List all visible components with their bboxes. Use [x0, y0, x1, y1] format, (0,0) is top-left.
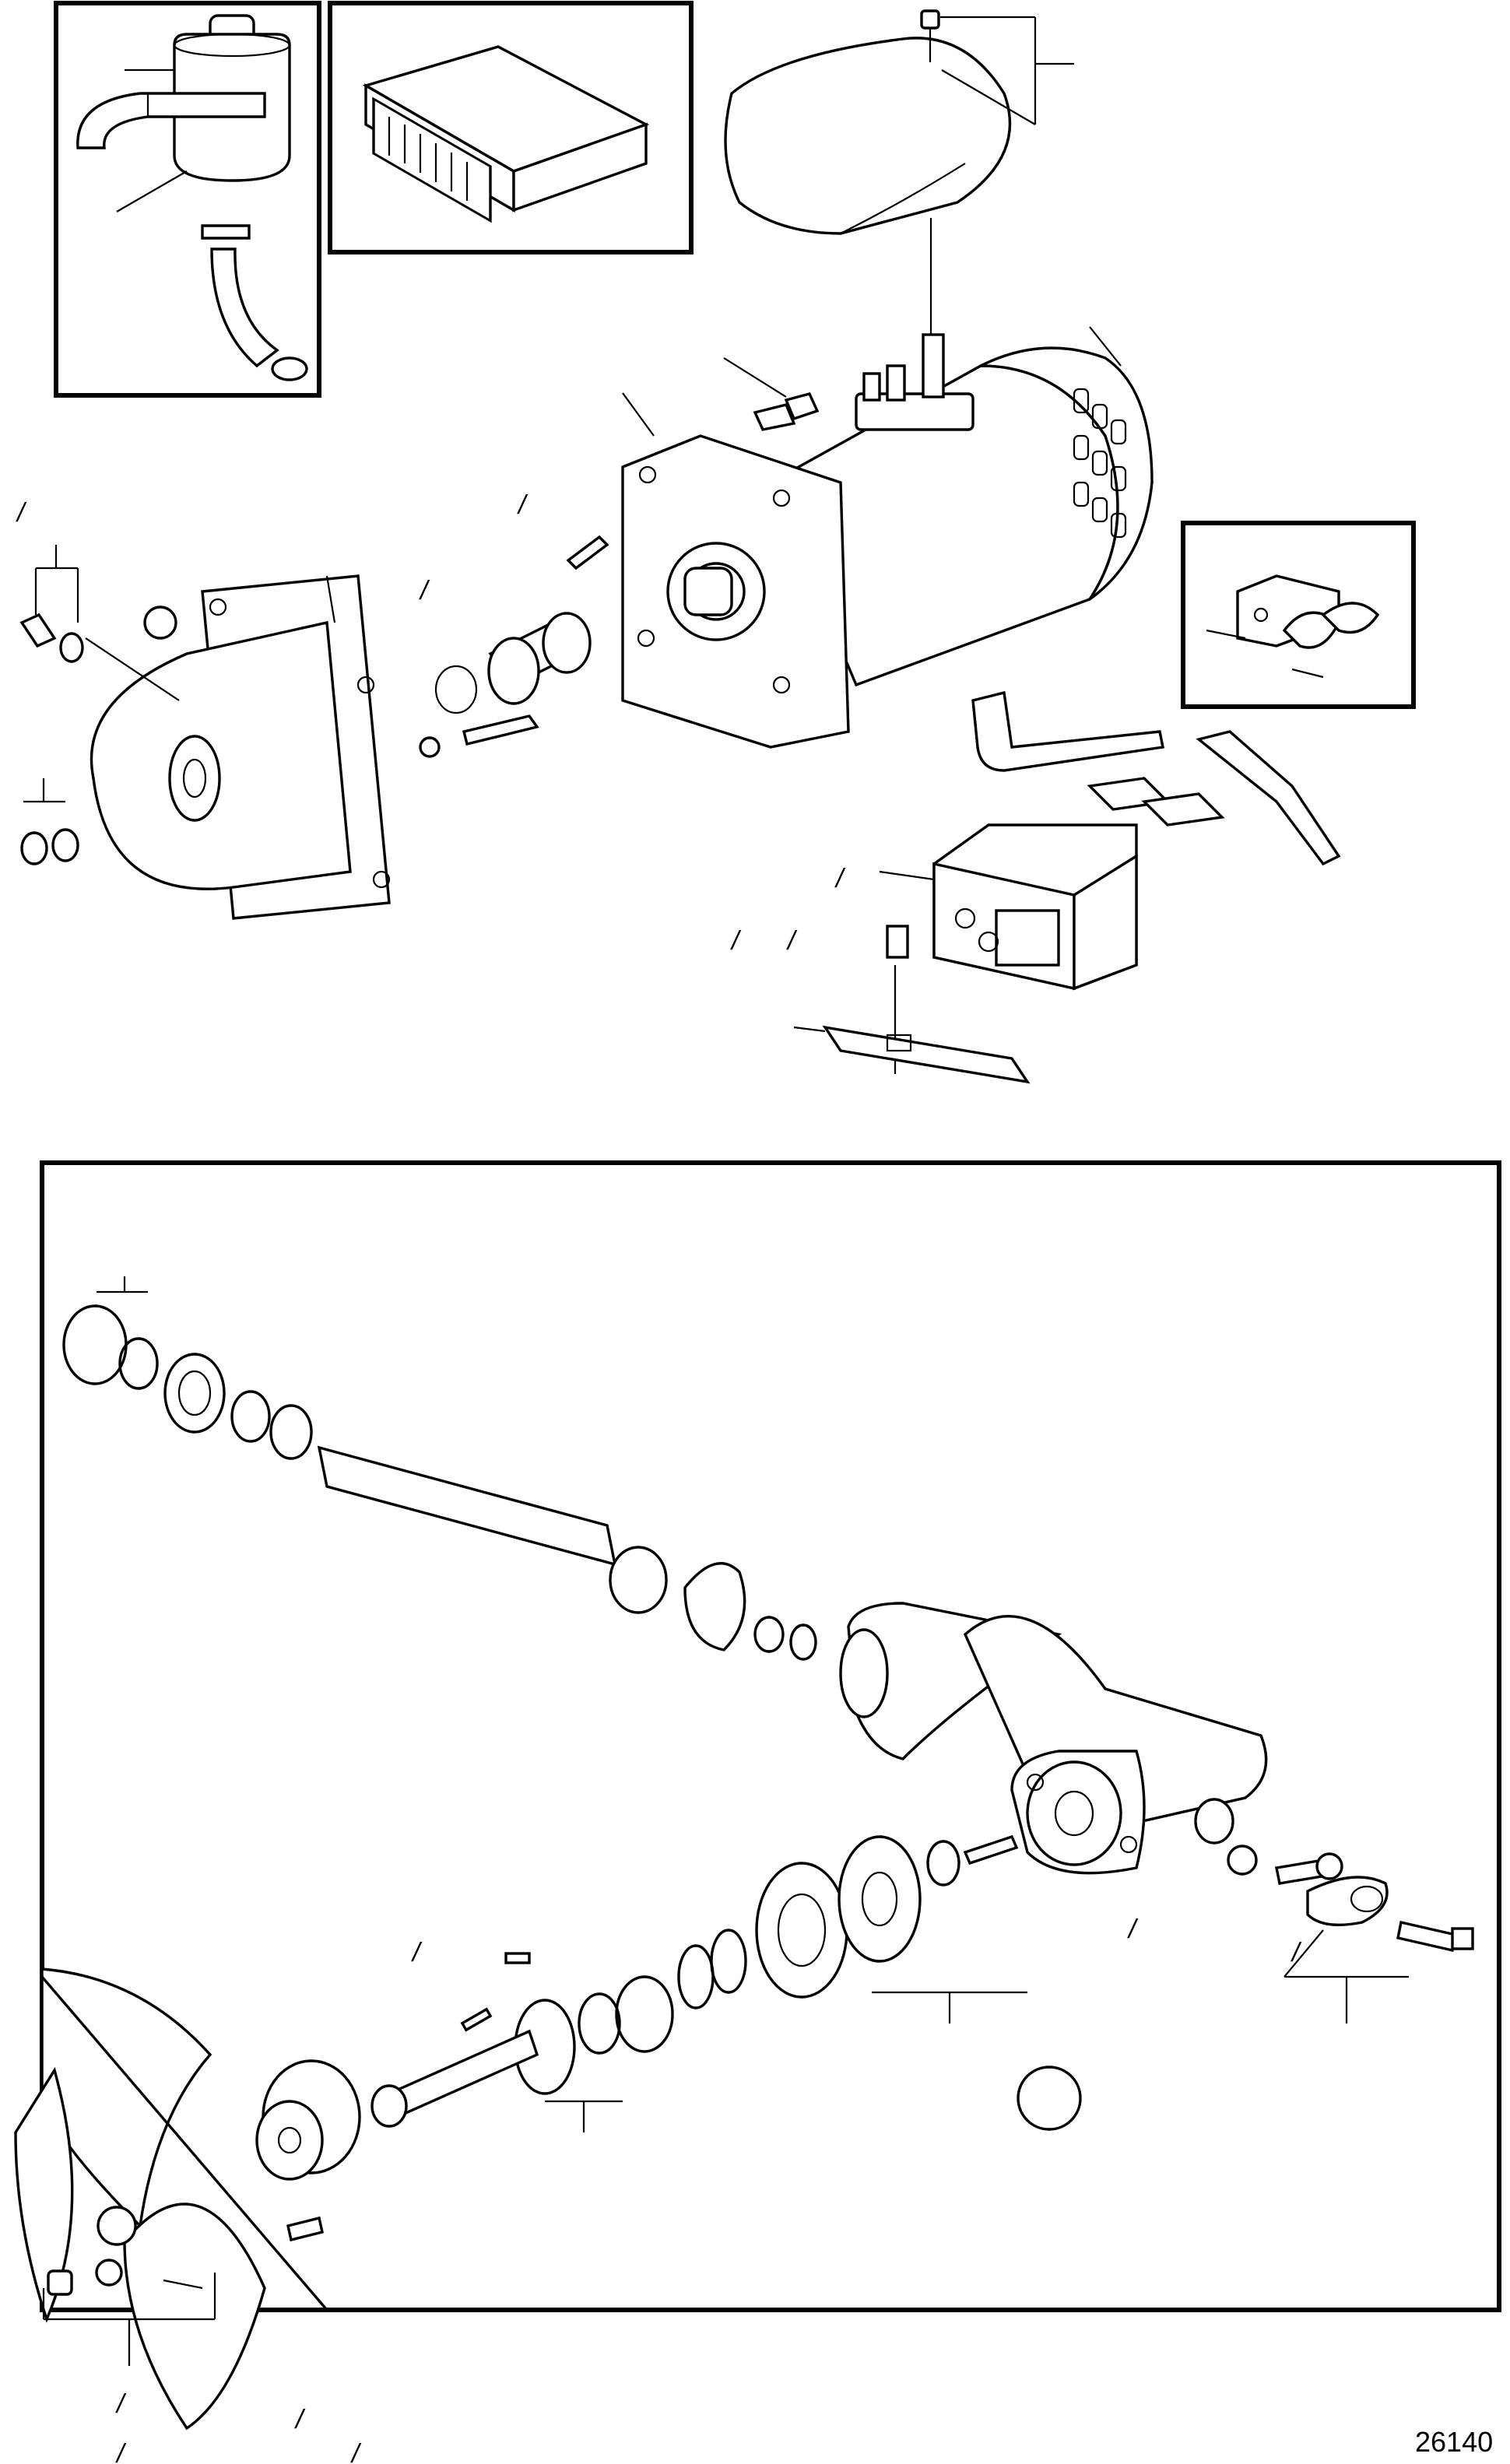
inset-drive-unit	[14, 1160, 1501, 2431]
fan-blade	[14, 1967, 328, 2431]
gear-housing	[839, 1602, 1268, 1875]
callout-mark: /	[419, 576, 430, 605]
pump-fittings	[19, 545, 180, 865]
bevel-gear	[683, 1562, 746, 1651]
housing-screws	[1227, 1844, 1474, 2023]
cooling-slots	[1073, 388, 1127, 539]
inset-frame-clamp	[1181, 521, 1416, 709]
support-brackets	[971, 690, 1341, 866]
inset-frame-drive-unit	[40, 1160, 1501, 2312]
callout-mark: /	[294, 2405, 306, 2434]
figure-number: 26140	[1415, 2426, 1493, 2458]
fan-hub	[255, 2059, 361, 2242]
connector-block	[372, 97, 492, 223]
inset-control-unit	[328, 1, 694, 254]
shaft-bearing-stack	[62, 1276, 817, 1661]
callout-marks: / / / / / / / / / / / / /	[16, 490, 1302, 2464]
drive-shaft	[317, 1445, 617, 1567]
blade-screws	[42, 2259, 216, 2366]
callout-mark: /	[115, 2389, 127, 2419]
callout-mark: /	[16, 498, 27, 528]
inset-reservoir	[54, 1, 321, 398]
callout-mark: /	[786, 926, 798, 956]
callout-mark: /	[517, 490, 528, 520]
callout-mark: /	[115, 2439, 127, 2464]
callout-mark: /	[730, 926, 742, 956]
reservoir-bottle	[76, 14, 308, 381]
relay-screw	[886, 925, 909, 959]
motor-bolt	[723, 357, 820, 431]
pump-housing	[90, 574, 391, 920]
callout-mark: /	[1291, 1938, 1302, 1967]
terminal-posts	[855, 333, 974, 431]
inset-frame-control-unit	[328, 1, 694, 254]
fan-shaft	[370, 1952, 539, 2128]
coupling-parts	[419, 535, 609, 758]
middle-bearing-stack	[514, 1834, 1027, 2132]
callout-mark: /	[411, 1938, 423, 1967]
control-unit-box	[362, 45, 650, 223]
inset-clamp-bracket	[1181, 521, 1416, 709]
callout-mark: /	[834, 864, 846, 893]
electric-motor	[621, 326, 1154, 749]
motor-cover	[724, 9, 1074, 335]
callout-mark: /	[1127, 1915, 1139, 1944]
inset-frame-reservoir	[54, 1, 321, 398]
cover-screw	[920, 9, 940, 30]
reference-circle	[1017, 2066, 1082, 2131]
solenoid-relay	[879, 823, 1138, 1074]
mounting-plate	[793, 1025, 1031, 1084]
callout-mark: /	[350, 2439, 362, 2464]
